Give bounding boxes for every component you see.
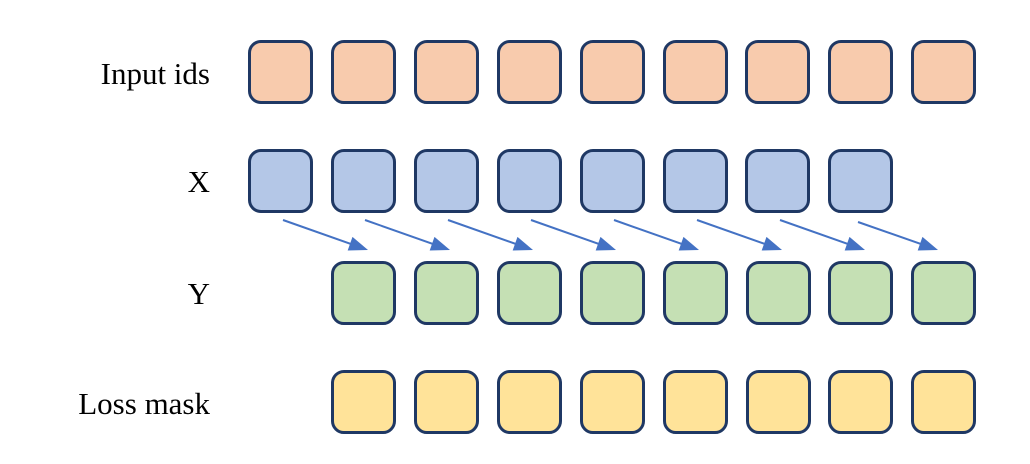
token-cell-input-ids-8 (828, 40, 893, 104)
arrow-head-icon (844, 236, 865, 251)
token-cell-x-1 (248, 149, 313, 213)
token-cell-x-8 (828, 149, 893, 213)
token-cell-loss-mask-8 (911, 370, 976, 434)
token-cell-x-2 (331, 149, 396, 213)
arrow-head-icon (429, 236, 450, 251)
token-cell-input-ids-4 (497, 40, 562, 104)
token-cell-loss-mask-1 (331, 370, 396, 434)
row-label-y: Y (187, 276, 210, 311)
token-cell-y-8 (911, 261, 976, 325)
arrow-head-icon (347, 236, 368, 251)
shift-arrow-1 (282, 219, 368, 251)
token-cell-input-ids-7 (745, 40, 810, 104)
arrow-head-icon (917, 236, 938, 251)
token-cell-x-6 (663, 149, 728, 213)
token-cell-input-ids-9 (911, 40, 976, 104)
token-cell-x-7 (745, 149, 810, 213)
token-cell-loss-mask-4 (580, 370, 645, 434)
token-cell-input-ids-5 (580, 40, 645, 104)
token-cell-x-5 (580, 149, 645, 213)
token-cell-input-ids-2 (331, 40, 396, 104)
arrow-head-icon (761, 236, 782, 251)
token-cell-y-4 (580, 261, 645, 325)
token-cell-y-3 (497, 261, 562, 325)
token-cell-loss-mask-3 (497, 370, 562, 434)
token-cell-loss-mask-5 (663, 370, 728, 434)
token-cell-input-ids-1 (248, 40, 313, 104)
token-cell-y-1 (331, 261, 396, 325)
shift-arrow-3 (447, 219, 533, 251)
shift-arrow-7 (779, 219, 865, 251)
token-cell-input-ids-3 (414, 40, 479, 104)
token-cell-x-3 (414, 149, 479, 213)
token-cell-x-4 (497, 149, 562, 213)
token-cell-loss-mask-7 (828, 370, 893, 434)
arrow-head-icon (678, 236, 699, 251)
arrow-head-icon (512, 236, 533, 251)
token-cell-y-6 (746, 261, 811, 325)
token-cell-y-7 (828, 261, 893, 325)
shift-arrow-8 (857, 221, 938, 251)
token-cell-loss-mask-2 (414, 370, 479, 434)
shift-arrow-6 (696, 219, 782, 251)
arrow-head-icon (595, 236, 616, 251)
row-label-input-ids: Input ids (100, 56, 210, 91)
row-label-loss-mask: Loss mask (78, 386, 210, 421)
token-cell-y-5 (663, 261, 728, 325)
token-cell-y-2 (414, 261, 479, 325)
row-label-x: X (187, 164, 210, 199)
shift-arrow-2 (364, 219, 450, 251)
token-cell-input-ids-6 (663, 40, 728, 104)
token-cell-loss-mask-6 (746, 370, 811, 434)
shift-arrow-4 (530, 219, 616, 251)
shift-arrow-5 (613, 219, 699, 251)
